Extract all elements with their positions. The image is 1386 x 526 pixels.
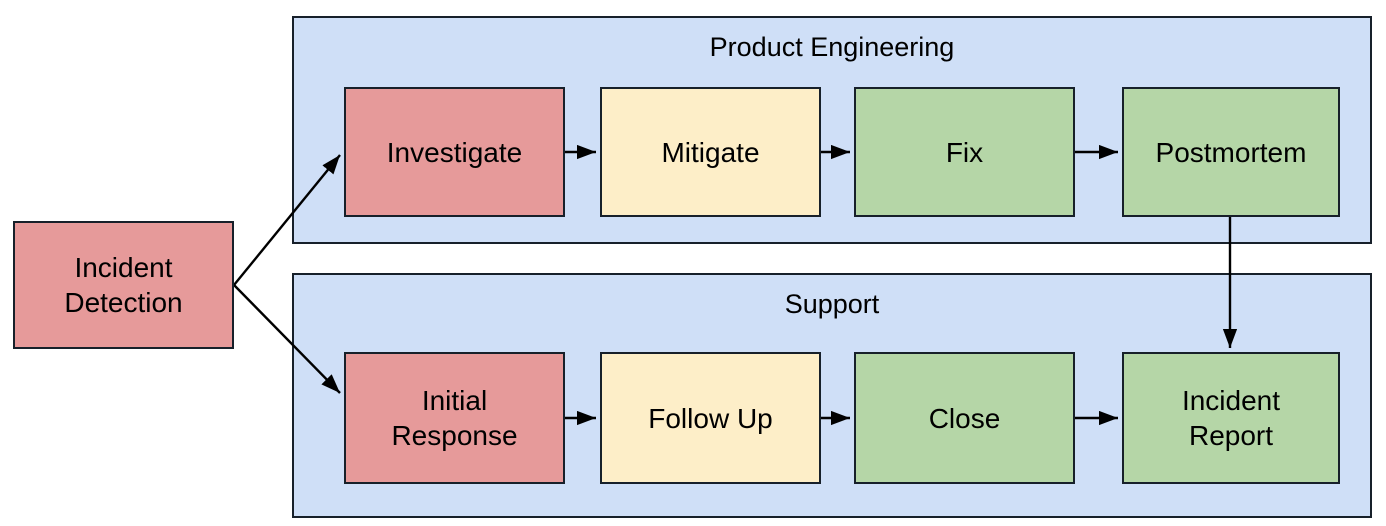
node-initial-response-label: Initial Response <box>391 385 518 451</box>
node-incident-report-label: Incident Report <box>1181 385 1281 451</box>
node-mitigate-label: Mitigate <box>661 136 760 168</box>
node-incident-detection[interactable]: Incident Detection <box>13 221 234 349</box>
node-incident-detection-label: Incident Detection <box>64 252 183 318</box>
node-fix[interactable]: Fix <box>854 87 1075 217</box>
node-follow-up-label: Follow Up <box>648 402 773 434</box>
node-investigate[interactable]: Investigate <box>344 87 565 217</box>
node-close[interactable]: Close <box>854 352 1075 484</box>
node-incident-report[interactable]: Incident Report <box>1122 352 1340 484</box>
node-follow-up[interactable]: Follow Up <box>600 352 821 484</box>
node-initial-response[interactable]: Initial Response <box>344 352 565 484</box>
lane-support-title: Support <box>784 289 880 319</box>
node-mitigate[interactable]: Mitigate <box>600 87 821 217</box>
lane-product-engineering-title: Product Engineering <box>709 32 955 62</box>
node-fix-label: Fix <box>945 136 984 168</box>
node-investigate-label: Investigate <box>386 136 523 168</box>
node-close-label: Close <box>928 402 1001 434</box>
node-postmortem-label: Postmortem <box>1155 136 1307 168</box>
node-postmortem[interactable]: Postmortem <box>1122 87 1340 217</box>
